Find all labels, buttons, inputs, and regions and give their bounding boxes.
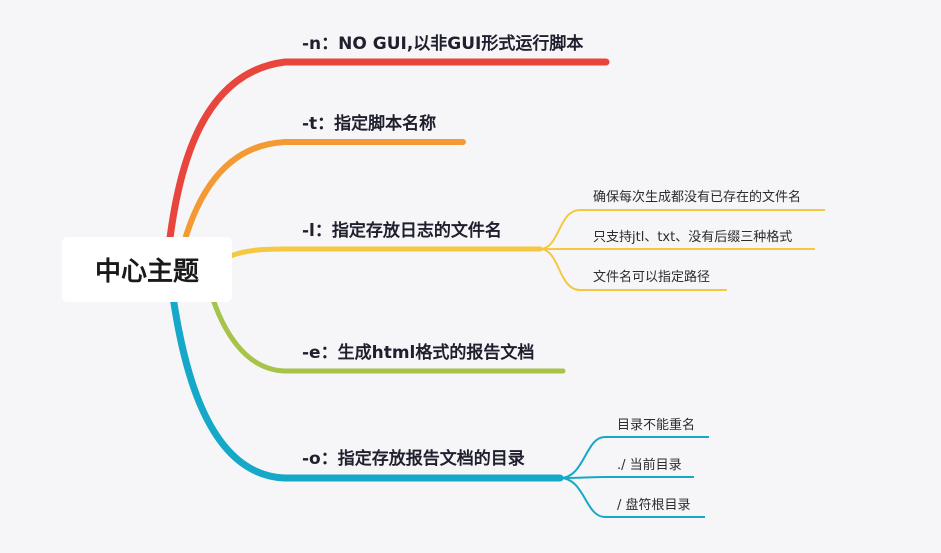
sub-topic-l-1[interactable]: 只支持jtl、txt、没有后缀三种格式 bbox=[593, 230, 793, 245]
sub-topic-o-0[interactable]: 目录不能重名 bbox=[617, 418, 696, 433]
sub-topic-l-0[interactable]: 确保每次生成都没有已存在的文件名 bbox=[593, 190, 802, 205]
connector-sub-o-1 bbox=[559, 476, 694, 479]
connector-branch-l bbox=[225, 246, 543, 260]
central-topic[interactable]: 中心主题 bbox=[62, 237, 232, 302]
sub-topic-o-1[interactable]: ./ 当前目录 bbox=[617, 458, 682, 473]
branch-t-label[interactable]: -t：指定脚本名称 bbox=[302, 114, 437, 134]
branch-n-label[interactable]: -n：NO GUI,以非GUI形式运行脚本 bbox=[302, 34, 584, 54]
sub-topic-l-2[interactable]: 文件名可以指定路径 bbox=[593, 270, 711, 285]
connector-sub-o-0 bbox=[559, 436, 709, 479]
connector-branch-o bbox=[168, 286, 564, 482]
connector-branch-t bbox=[177, 139, 466, 261]
connector-sub-o-2 bbox=[559, 477, 705, 518]
connector-sub-l-2 bbox=[539, 248, 727, 291]
sub-topic-o-2[interactable]: / 盘符根目录 bbox=[617, 498, 691, 513]
connector-branch-n bbox=[164, 58, 610, 259]
branch-l-label[interactable]: -l：指定存放日志的文件名 bbox=[302, 221, 502, 241]
branch-e-label[interactable]: -e：生成html格式的报告文档 bbox=[302, 343, 535, 363]
connector-branch-e bbox=[207, 287, 566, 374]
connector-sub-l-0 bbox=[539, 209, 825, 250]
branch-o-label[interactable]: -o：指定存放报告文档的目录 bbox=[302, 449, 525, 469]
